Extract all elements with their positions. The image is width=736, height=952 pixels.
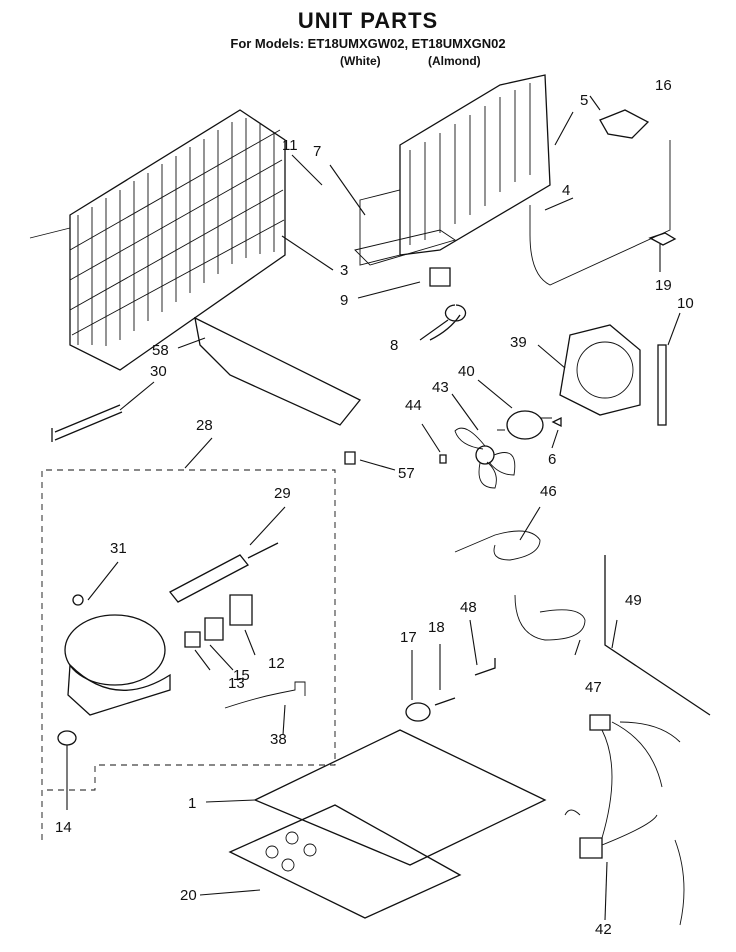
compressor xyxy=(64,594,171,716)
callout-14: 14 xyxy=(55,819,72,836)
condenser-coil xyxy=(29,109,286,371)
callout-10: 10 xyxy=(677,295,694,312)
callout-39: 39 xyxy=(510,334,527,351)
strip-part xyxy=(657,344,667,426)
callout-17: 17 xyxy=(400,629,417,646)
callout-57: 57 xyxy=(398,465,415,482)
callout-6: 6 xyxy=(548,451,556,468)
callout-3: 3 xyxy=(340,262,348,279)
grommet-part xyxy=(429,304,467,341)
models-line: For Models: ET18UMXGW02, ET18UMXGN02 xyxy=(230,36,506,51)
relay-part xyxy=(184,631,201,648)
callout-43: 43 xyxy=(432,379,449,396)
callout-labels: 11 7 5 16 4 3 9 19 10 8 39 58 30 40 43 4… xyxy=(55,77,694,938)
callout-9: 9 xyxy=(340,292,348,309)
tube-part xyxy=(51,404,123,442)
callout-13: 13 xyxy=(228,675,245,692)
callout-11: 11 xyxy=(282,137,298,154)
callout-1: 1 xyxy=(188,795,196,812)
callout-4: 4 xyxy=(562,182,570,199)
fan-motor xyxy=(497,410,552,440)
overload-part xyxy=(204,617,224,641)
screw-part xyxy=(551,416,562,428)
callout-58: 58 xyxy=(152,342,169,359)
callout-19: 19 xyxy=(655,277,672,294)
callout-40: 40 xyxy=(458,363,475,380)
variant-almond: (Almond) xyxy=(428,54,481,68)
callout-47: 47 xyxy=(585,679,602,696)
callout-46: 46 xyxy=(540,483,557,500)
callout-8: 8 xyxy=(390,337,398,354)
variant-white: (White) xyxy=(340,54,381,68)
callout-12: 12 xyxy=(268,655,285,672)
capillary-tube xyxy=(529,140,671,286)
tube-47-part xyxy=(514,594,586,641)
leader-lines xyxy=(66,95,681,921)
callout-31: 31 xyxy=(110,540,127,557)
tube-46-part xyxy=(454,530,541,561)
callout-48: 48 xyxy=(460,599,477,616)
callout-28: 28 xyxy=(196,417,213,434)
grommet-14-part xyxy=(57,730,77,746)
bracket-part xyxy=(429,267,451,287)
fan-blade xyxy=(454,427,516,489)
callout-42: 42 xyxy=(595,921,612,938)
roller-part xyxy=(405,702,431,722)
callout-7: 7 xyxy=(313,143,321,160)
clip-part xyxy=(648,232,677,246)
compressor-kit-boundary xyxy=(41,469,336,840)
base-part xyxy=(253,729,547,866)
callout-20: 20 xyxy=(180,887,197,904)
callout-29: 29 xyxy=(274,485,291,502)
callout-49: 49 xyxy=(625,592,642,609)
harness-38-part xyxy=(224,681,306,709)
cover-part xyxy=(599,109,650,139)
diagram-title: UNIT PARTS xyxy=(297,8,439,33)
roller-screw-part xyxy=(434,697,456,706)
screw-57-part xyxy=(344,451,356,465)
evaporator-assembly xyxy=(354,74,551,266)
wiring-harness xyxy=(564,714,685,926)
callout-44: 44 xyxy=(405,397,422,414)
callout-38: 38 xyxy=(270,731,287,748)
relay-cover-part xyxy=(229,594,253,626)
fan-shroud xyxy=(559,324,641,416)
tube-48-part xyxy=(474,658,496,676)
dryer-part xyxy=(169,542,279,603)
callout-16: 16 xyxy=(655,77,672,94)
callout-5: 5 xyxy=(580,92,588,109)
nut-part xyxy=(439,454,447,464)
callout-15: 15 xyxy=(233,667,250,684)
callout-30: 30 xyxy=(150,363,167,380)
insulation-part xyxy=(228,804,462,919)
drain-pan xyxy=(194,316,362,426)
callout-18: 18 xyxy=(428,619,445,636)
tube-49-part xyxy=(604,555,711,716)
insulation-holes xyxy=(265,831,317,872)
